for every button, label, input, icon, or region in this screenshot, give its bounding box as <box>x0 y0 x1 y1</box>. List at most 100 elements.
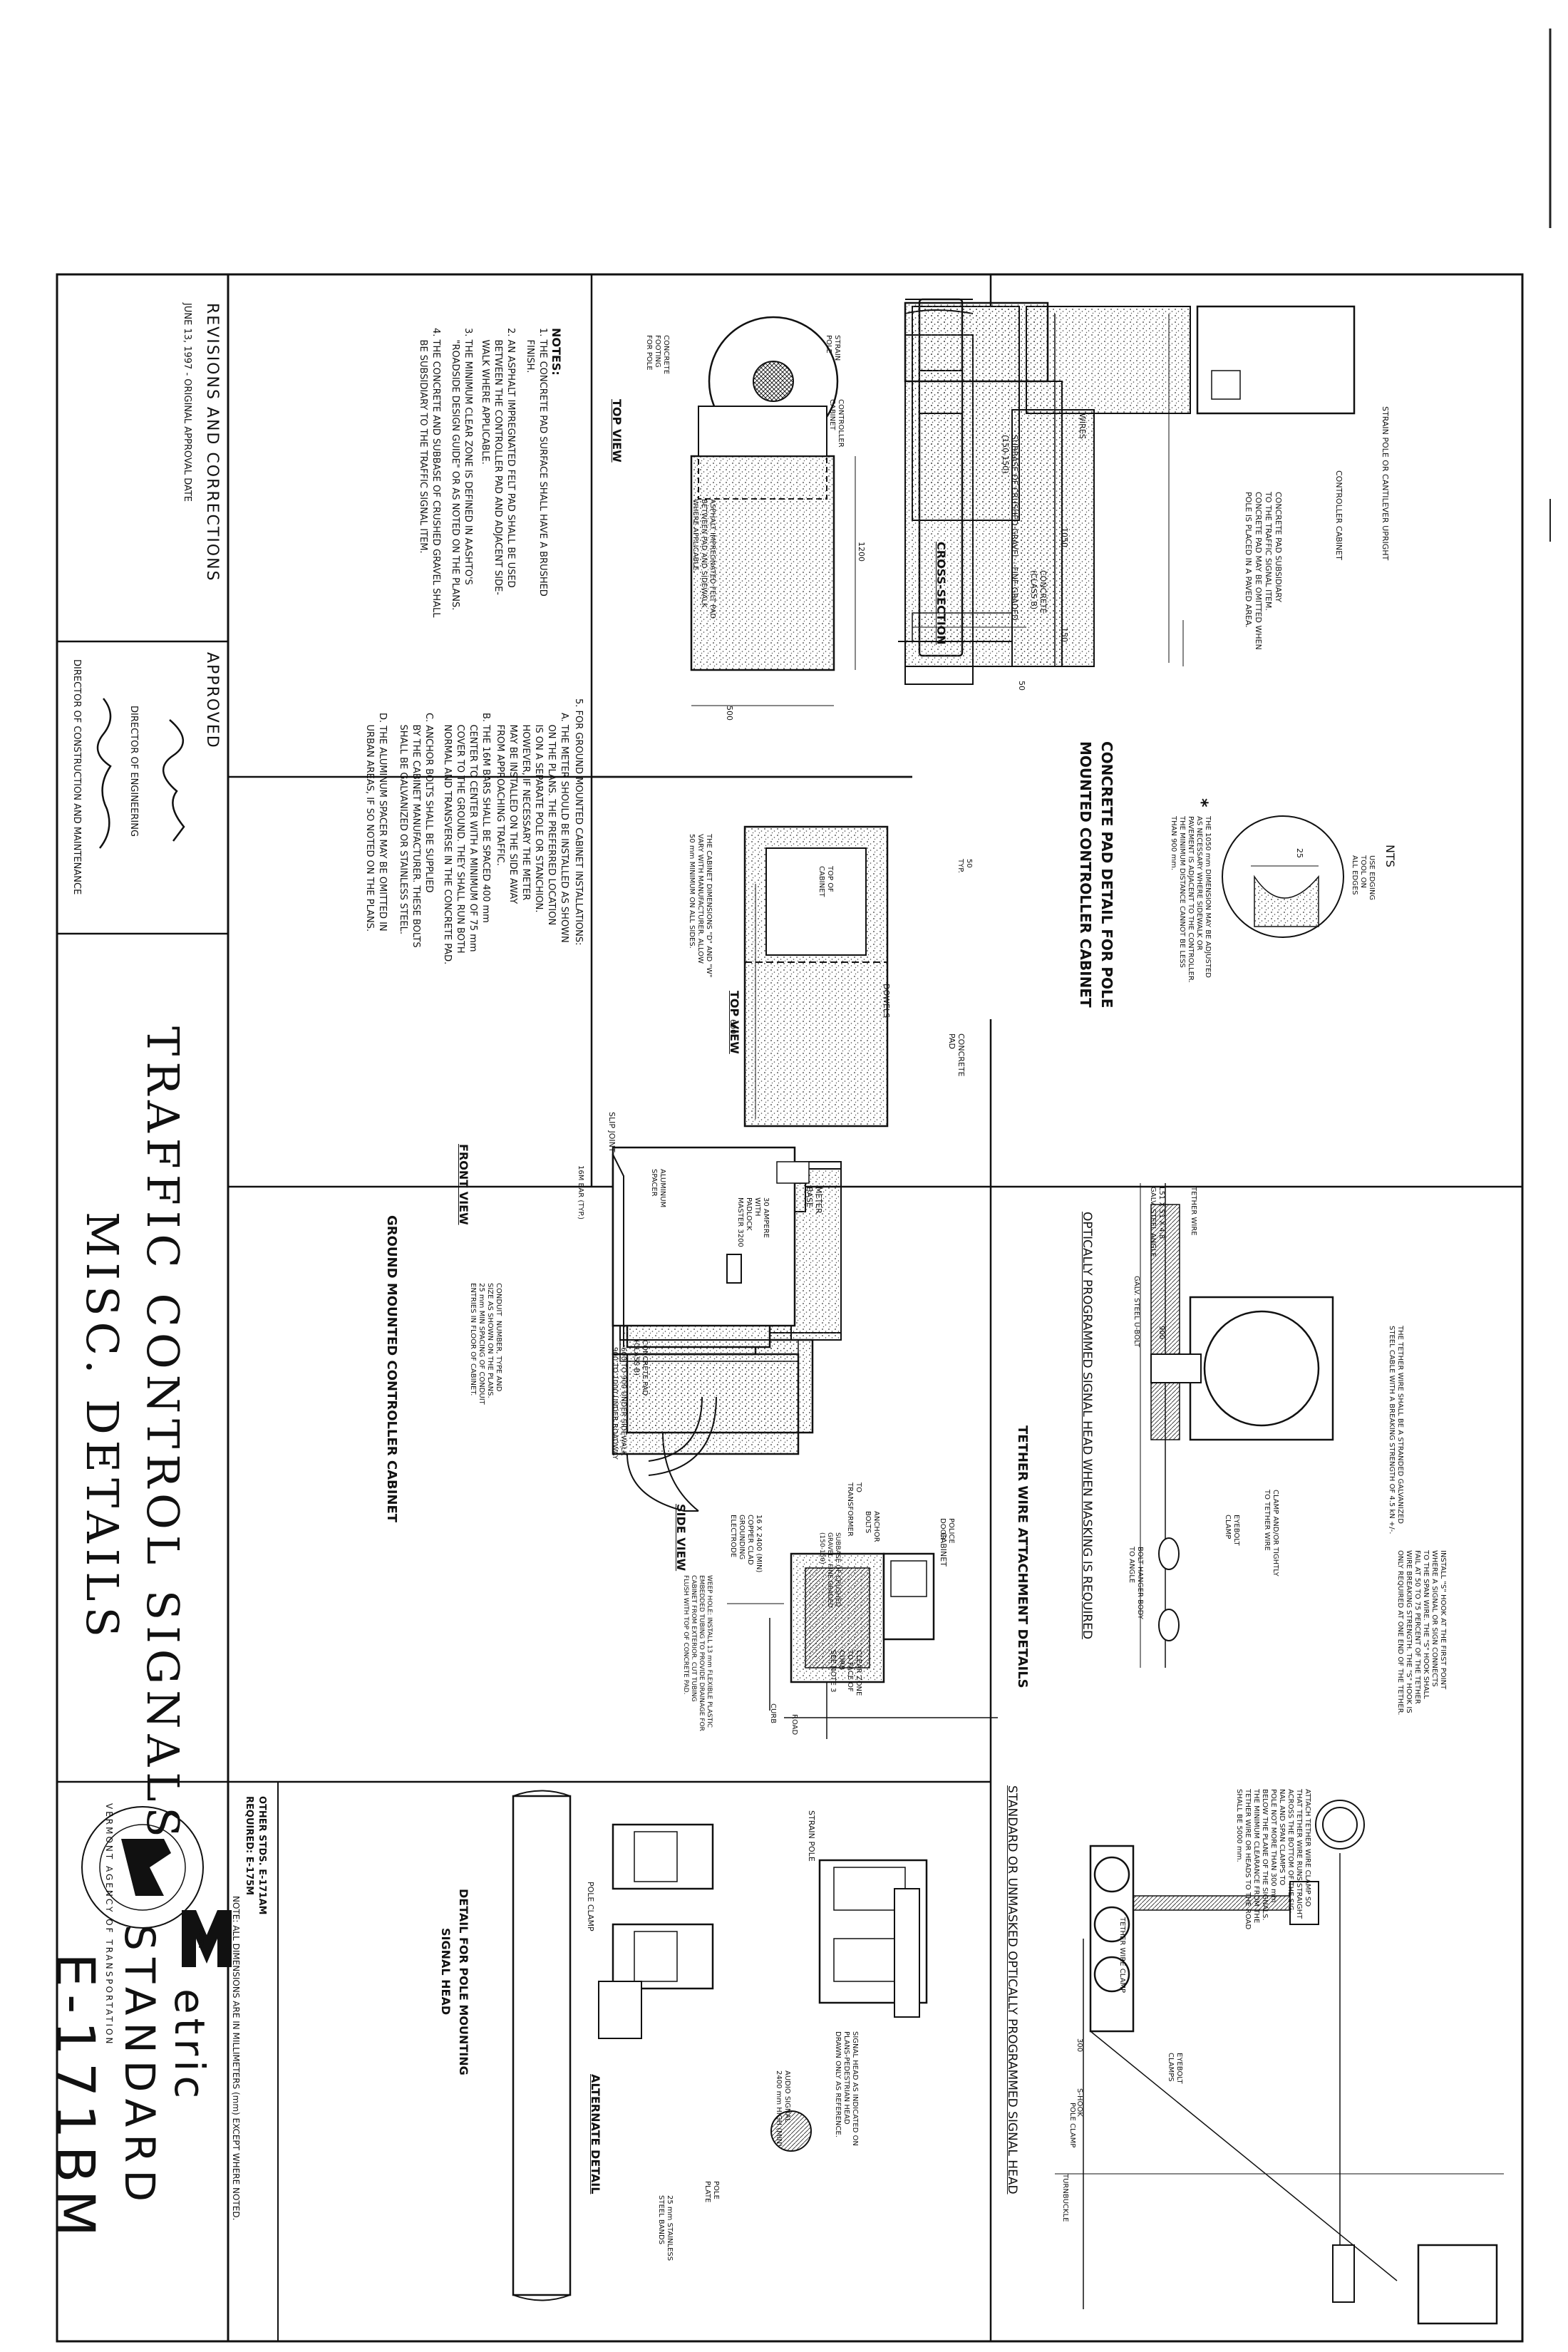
curb-label: CURB <box>769 1703 777 1724</box>
pole-plate-label: POLE PLATE <box>703 2181 720 2203</box>
tether-title: TETHER WIRE ATTACHMENT DETAILS <box>1015 1425 1030 1688</box>
ground-rod-label: 16 X 2400 (MIN) COPPER CLAD GROUNDING EL… <box>729 1515 763 1573</box>
audio-signal-label: AUDIO SIGNAL 2400 mm HIGH (MIN) <box>775 2070 791 2147</box>
std-head-sketch <box>1055 1800 1504 2325</box>
pad-subsidiary-note: CONCRETE PAD SUBSIDIARY TO THE TRAFFIC S… <box>1244 492 1283 650</box>
strain-pole-upright: STRAIN POLE OR CANTILEVER UPRIGHT <box>1381 406 1390 561</box>
controller-cabinet-label: CONTROLLER CABINET <box>1334 470 1343 560</box>
alternate-detail-label: ALTERNATE DETAIL <box>589 2074 602 2194</box>
cabinet-dims-note: THE CABINET DIMENSIONS "D" AND "W" VARY … <box>688 834 713 978</box>
steel-angle-label: L51 X 51 X 4.8 GALV. STEEL ANGLE <box>1149 1187 1165 1257</box>
op-head-title: OPTICALLY PROGRAMMED SIGNAL HEAD WHEN MA… <box>1080 1212 1094 1640</box>
clear-zone-label: CLEAR ZONE TO FACE OF CURB SEE NOTE 3 <box>829 1650 862 1696</box>
ground-top-view <box>743 825 889 1128</box>
signature-construction <box>96 698 112 849</box>
pole-mount-sketch <box>512 1790 928 2301</box>
nts-edge-detail <box>1222 815 1344 938</box>
ground-mounted-title: GROUND MOUNTED CONTROLLER CABINET <box>384 1215 399 1523</box>
dim-50-typ: 50 TYP. <box>956 859 973 873</box>
concrete-class-b: CONCRETE (CLASS B) <box>1029 570 1048 614</box>
other-stds: OTHER STDS. E-171AM <box>257 1796 267 1915</box>
pole-mount-title-2: SIGNAL HEAD <box>439 1928 453 2016</box>
revisions-heading: REVISIONS AND CORRECTIONS <box>203 303 221 582</box>
meter-base-label: METER BASE <box>805 1187 823 1214</box>
standard-word: STANDARD <box>115 1924 164 2209</box>
note-5c: C. ANCHOR BOLTS SHALL BE SUPPLIED BY THE… <box>398 713 434 948</box>
bolt-hanger-label: BOLT HANGER BODY TO ANGLE <box>1128 1547 1144 1619</box>
dim-300: 300 <box>1076 2038 1083 2053</box>
concrete-pad-class: CONCRETE PAD (CLASS B) <box>632 1340 649 1396</box>
required-stds: REQUIRED: E-175M <box>244 1796 254 1896</box>
concrete-pad-label: CONCRETE PAD <box>947 1033 966 1077</box>
std-head-title: STANDARD OR UNMASKED OPTICALLY PROGRAMME… <box>1005 1785 1019 2194</box>
pad-top-view <box>690 316 856 706</box>
op-head-sketch <box>1140 1183 1334 1668</box>
pad-top-view-label: TOP VIEW <box>610 399 624 463</box>
felt-pad-label: ASPHALT IMPREGNATED FELT PAD BETWEEN PAD… <box>691 499 716 619</box>
dim-900: 900 <box>1157 1326 1165 1340</box>
signal-head-note: SIGNAL HEAD AS INDICATED ON PLANS-PEDEST… <box>834 2031 859 2146</box>
front-view-box <box>612 1146 810 1476</box>
eyebolt-clamp-label: EYEBOLT CLAMP <box>1224 1515 1240 1546</box>
signature-engineering <box>162 719 185 842</box>
revision-entry: JUNE 13, 1997 - ORIGINAL APPROVAL DATE <box>182 303 192 502</box>
strain-pole-top: STRAIN POLE <box>825 335 841 361</box>
dim-1200: 1200 <box>857 542 866 562</box>
side-view-label: SIDE VIEW <box>674 1504 688 1572</box>
wires-label: WIRES <box>1078 413 1087 439</box>
police-door-label: POLICE DOOR <box>939 1518 955 1544</box>
slip-joint-label: SLIP JOINT <box>607 1112 617 1152</box>
note-5: 5. FOR GROUND MOUNTED CABINET INSTALLATI… <box>573 698 584 946</box>
standard-number: E-171BM <box>43 1953 107 2244</box>
dim-50: 50 <box>1017 681 1026 691</box>
pole-mount-title-1: DETAIL FOR POLE MOUNTING <box>457 1889 470 2075</box>
dim-600: 600 <box>728 1019 738 1034</box>
controller-top: CONTROLLER CABINET <box>828 399 845 448</box>
aluminum-spacer-label: ALUMINUM SPACER <box>650 1169 666 1208</box>
asterisk-mark: * <box>1192 798 1212 808</box>
note-5b: B. THE 16M BARS SHALL BE SPACED 400 mm C… <box>442 713 491 965</box>
subbase-label: SUBBASE OF CRUSHED GRAVEL - FINE GRADED … <box>1001 435 1019 621</box>
approved-heading: APPROVED <box>203 652 221 749</box>
note-2: 2. AN ASPHALT IMPREGNATED FELT PAD SHALL… <box>480 328 516 595</box>
side-subbase-label: SUBBASE OF CRUSHED GRAVEL - FINE GRADED … <box>818 1532 841 1608</box>
s-hook-note: INSTALL "S" HOOK AT THE FIRST POINT WHER… <box>1396 1550 1447 1716</box>
agency-seal <box>81 1806 204 1929</box>
road-label: ROAD <box>790 1714 798 1735</box>
tether-spec-note: THE TETHER WIRE SHALL BE A STRANDED GALV… <box>1388 1326 1404 1535</box>
dim-500: 500 <box>725 706 734 721</box>
conduit-note: CONDUIT NUMBER, TYPE AND SIZE AS SHOWN O… <box>469 1283 502 1405</box>
note-5a: A. THE METER SHOULD BE INSTALLED AS SHOW… <box>495 713 569 943</box>
note-3: 3. THE MINIMUM CLEAR ZONE IS DEFINED IN … <box>450 328 473 611</box>
pad-detail-title-1: CONCRETE PAD DETAIL FOR POLE <box>1098 741 1115 1009</box>
dowels-label: DOWELS <box>882 984 891 1018</box>
breaker-label: 30 AMPERE WITH PADLOCK MASTER 3200 <box>736 1197 770 1247</box>
pad-depth-note: 600 TO 900 UNDER SIDEWALK 900 TO 1000 UN… <box>611 1347 627 1460</box>
u-bolt-label: GALV. STEEL U-BOLT <box>1133 1276 1140 1348</box>
dim-1050: 1050 <box>1060 527 1069 547</box>
cross-section-pad <box>904 301 1184 667</box>
asterisk-note: THE 1050 mm DIMENSION MAY BE ADJUSTED AS… <box>1170 816 1212 983</box>
director-construction: DIRECTOR OF CONSTRUCTION AND MAINTENANCE <box>71 659 82 895</box>
cross-section-label: CROSS-SECTION <box>934 542 948 645</box>
dim-25: 25 <box>1295 848 1304 858</box>
sheet-title-line1: TRAFFIC CONTROL SIGNALS <box>137 1026 189 1843</box>
notes-heading: NOTES: <box>550 328 563 376</box>
vaot-mark: VAOT <box>197 1928 205 1950</box>
anchor-bolts-label: ANCHOR BOLTS <box>864 1511 880 1542</box>
tether-wire-label: TETHER WIRE <box>1190 1187 1197 1236</box>
pad-detail-title-2: MOUNTED CONTROLLER CABINET <box>1077 741 1094 1008</box>
attach-note: ATTACH TETHER WIRE CLAMP SO THAT TETHER … <box>1235 1789 1311 1930</box>
s-hook-label: S-HOOK <box>1076 2088 1083 2117</box>
note-5d: D. THE ALUMINUM SPACER MAY BE OMITTED IN… <box>364 713 388 932</box>
eyebolt-clamps-label: EYEBOLT CLAMPS <box>1167 2053 1183 2084</box>
director-engineering: DIRECTOR OF ENGINEERING <box>128 706 139 837</box>
concrete-footing: CONCRETE FOOTING FOR POLE <box>645 335 670 375</box>
weep-hole-note: WEEP HOLE: INSTALL 13 mm FLEXIBLE PLASTI… <box>682 1575 713 1731</box>
nts-label: NTS <box>1383 845 1397 867</box>
tether-wire-clamp: TETHER WIRE CLAMP <box>1118 1917 1126 1993</box>
front-view-label: FRONT VIEW <box>457 1144 470 1225</box>
metric-word: etric <box>165 1989 214 2103</box>
